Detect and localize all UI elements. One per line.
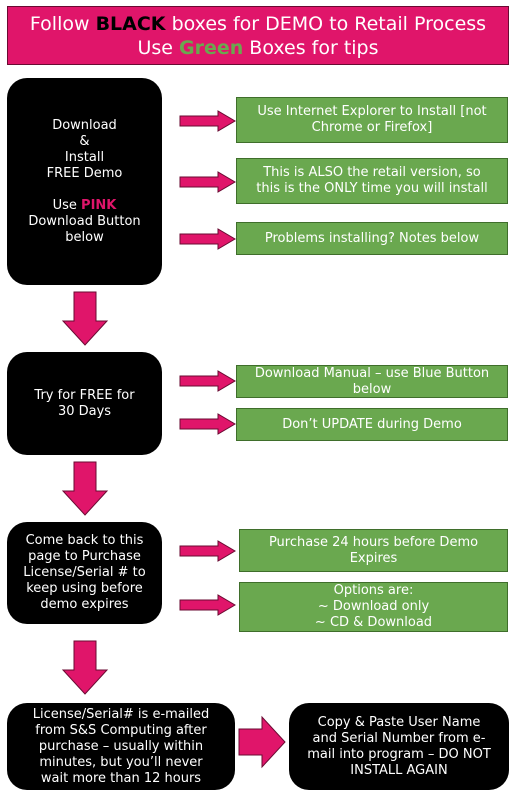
step-copy-paste-serial: Copy & Paste User Name and Serial Number… bbox=[289, 703, 509, 790]
arrow-right-icon bbox=[179, 110, 236, 132]
tip-use-internet-explorer: Use Internet Explorer to Install [not Ch… bbox=[236, 97, 508, 143]
step-license-emailed: License/Serial# is e-mailed from S&S Com… bbox=[7, 703, 235, 790]
arrow-down-icon bbox=[61, 461, 109, 516]
title-banner: Follow BLACK boxes for DEMO to Retail Pr… bbox=[7, 6, 509, 65]
use-pink-line: Use PINK bbox=[52, 197, 117, 213]
tip-dont-update: Don’t UPDATE during Demo bbox=[236, 408, 508, 441]
arrow-right-icon bbox=[179, 228, 236, 250]
tip-problems-installing: Problems installing? Notes below bbox=[236, 222, 508, 255]
arrow-right-icon bbox=[179, 413, 236, 435]
step-try-free: Try for FREE for 30 Days bbox=[7, 352, 162, 455]
step-download-install: Download & Install FREE Demo Use PINK Do… bbox=[7, 78, 162, 285]
arrow-right-icon bbox=[238, 715, 286, 769]
arrow-right-icon bbox=[179, 594, 236, 616]
title-line-1: Follow BLACK boxes for DEMO to Retail Pr… bbox=[29, 13, 487, 35]
step-purchase-license: Come back to this page to Purchase Licen… bbox=[7, 522, 162, 624]
tip-retail-version: This is ALSO the retail version, so this… bbox=[236, 158, 508, 204]
arrow-right-icon bbox=[179, 171, 236, 193]
arrow-right-icon bbox=[179, 370, 236, 392]
tip-purchase-before-expiry: Purchase 24 hours before Demo Expires bbox=[239, 529, 508, 572]
arrow-down-icon bbox=[61, 640, 109, 695]
arrow-right-icon bbox=[179, 540, 236, 562]
arrow-down-icon bbox=[61, 291, 109, 346]
tip-purchase-options: Options are: ~ Download only ~ CD & Down… bbox=[239, 582, 508, 632]
tip-download-manual: Download Manual – use Blue Button below bbox=[236, 365, 508, 398]
title-line-2: Use Green Boxes for tips bbox=[137, 37, 379, 59]
